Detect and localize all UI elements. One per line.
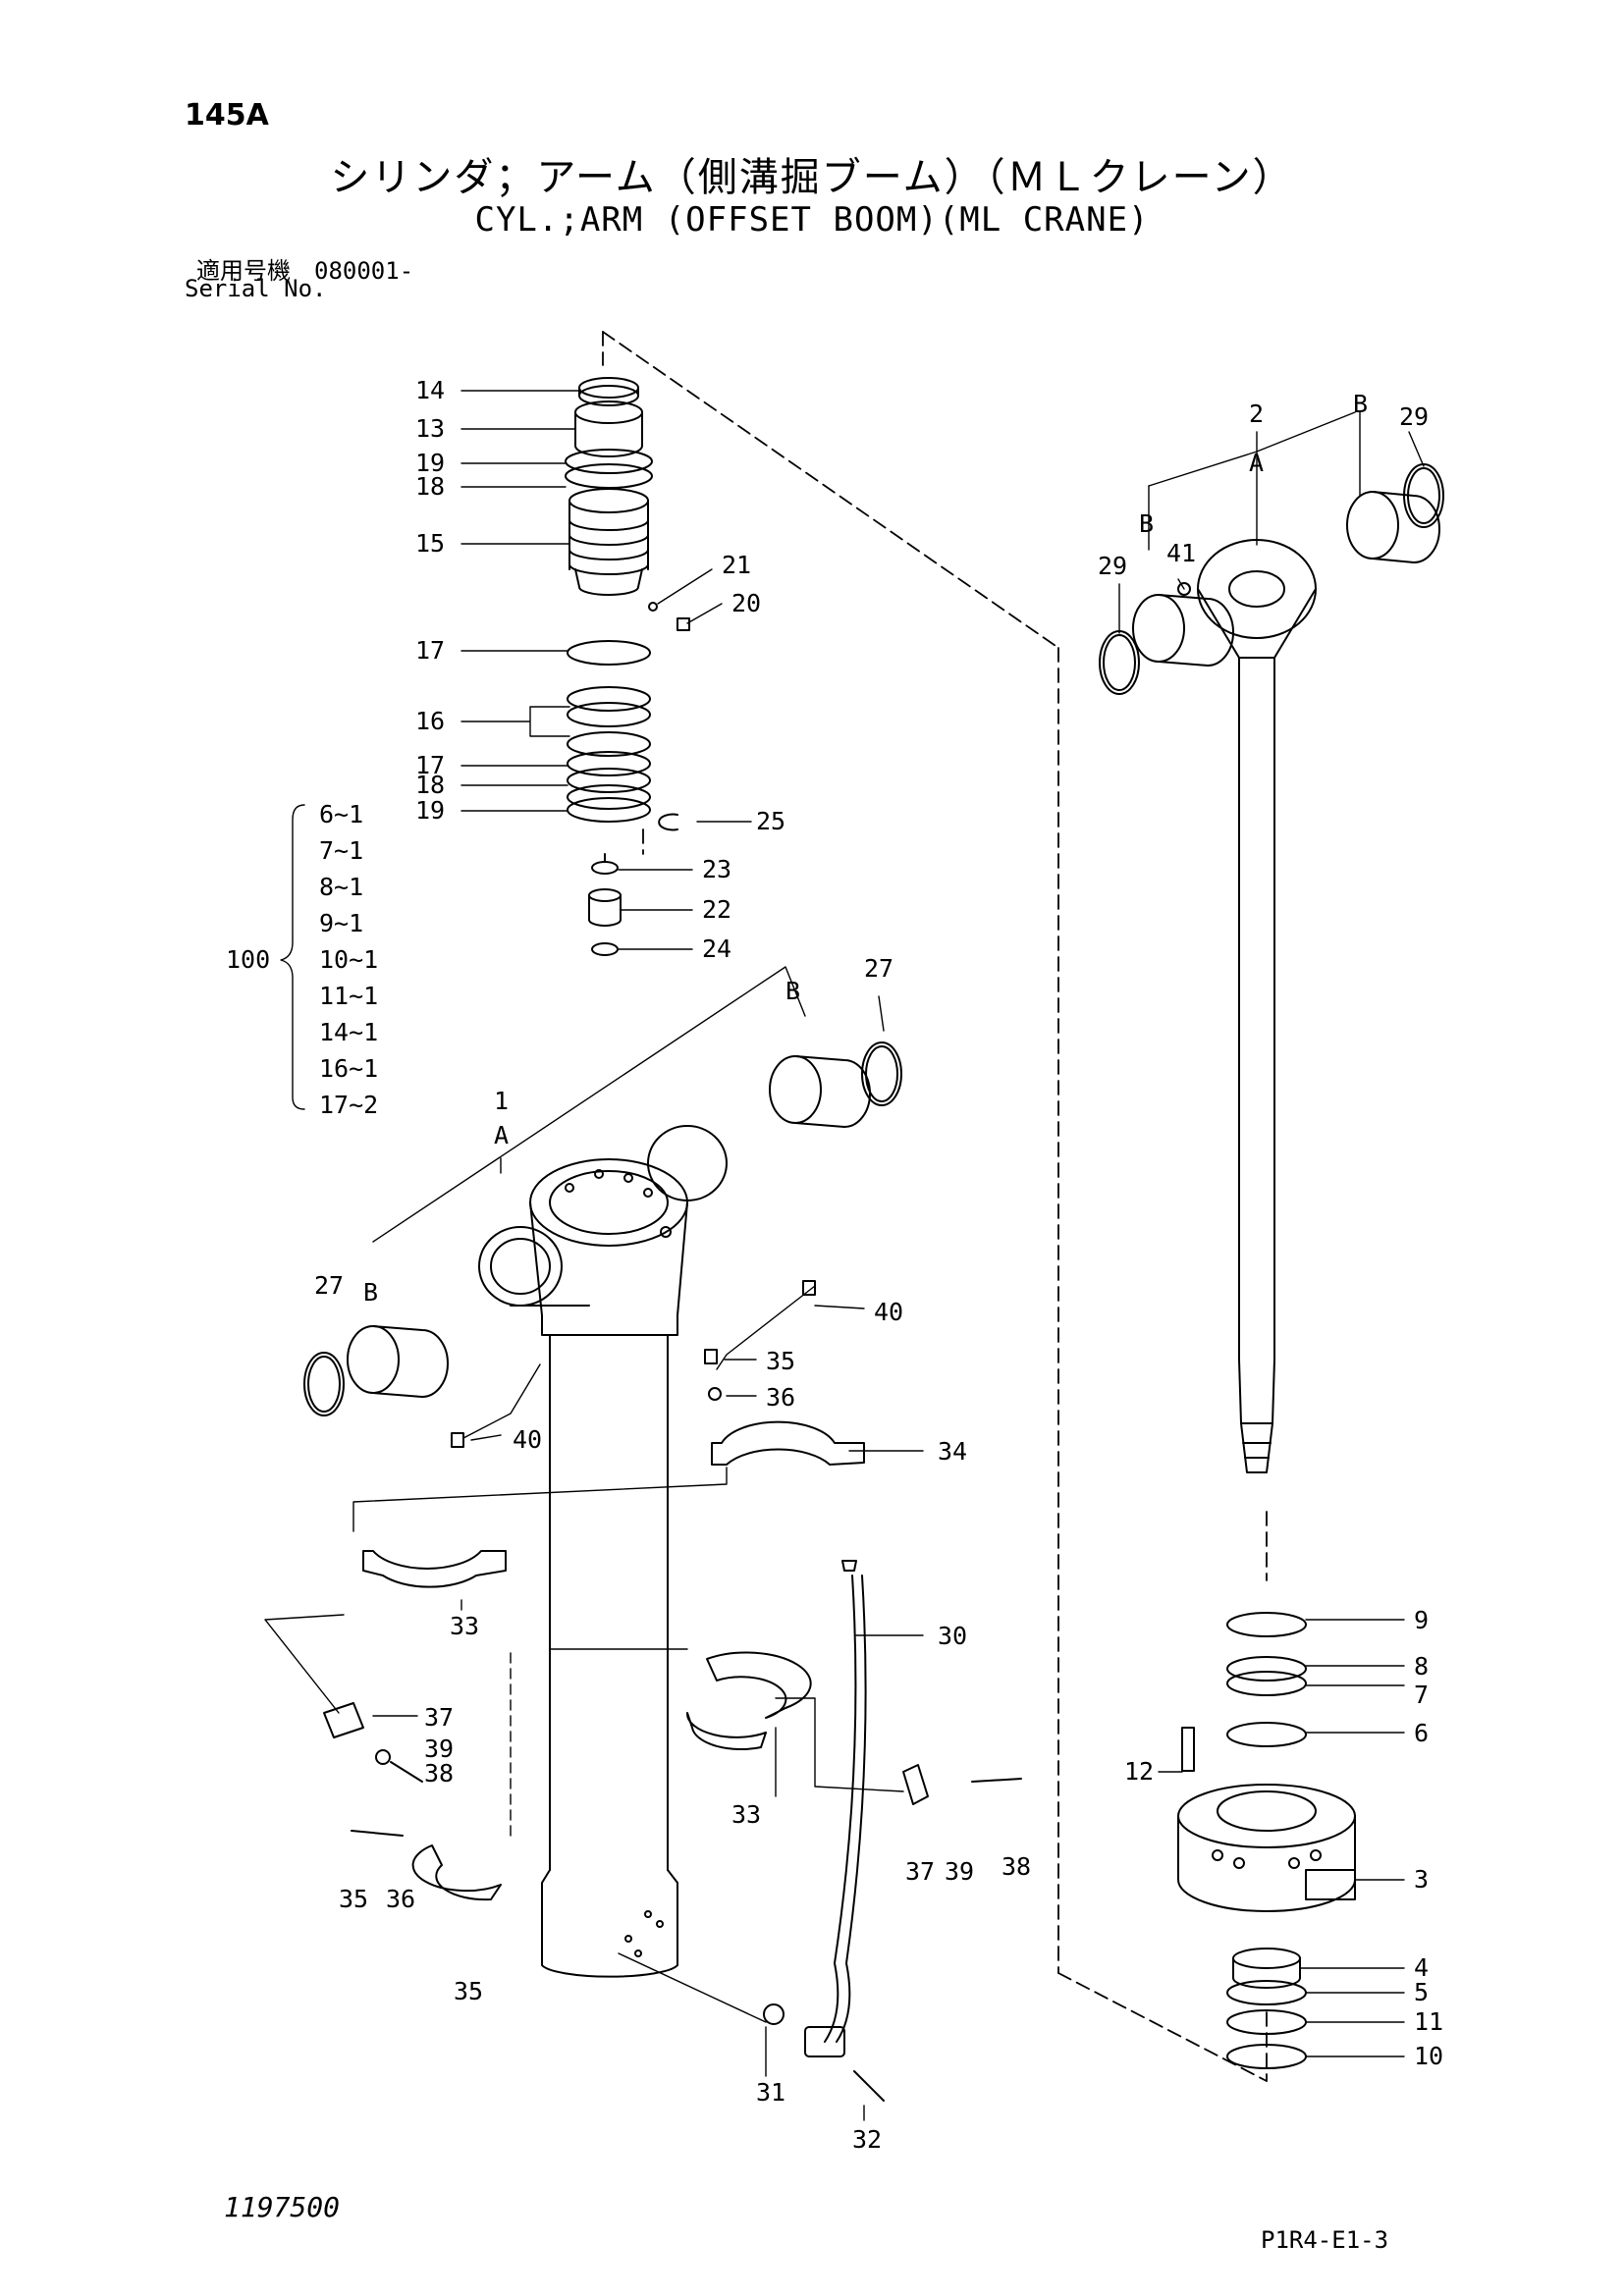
serial-label-japanese: 適用号機 080001- bbox=[196, 257, 414, 285]
part-label: 31 bbox=[756, 2078, 785, 2107]
part-label: 35 bbox=[766, 1347, 795, 1375]
part-label: 19 bbox=[415, 449, 445, 477]
title-english: CYL.;ARM (OFFSET BOOM)(ML CRANE) bbox=[474, 200, 1150, 240]
part-label: 12 bbox=[1124, 1757, 1154, 1786]
piston-head-stack bbox=[565, 377, 690, 956]
part-label: 7 bbox=[1414, 1681, 1429, 1709]
part-label: 33 bbox=[450, 1612, 479, 1640]
part-label: 10 bbox=[1414, 2042, 1443, 2070]
part-label: 25 bbox=[756, 807, 785, 835]
part-label: 23 bbox=[702, 855, 731, 883]
part-label: 6 bbox=[1414, 1719, 1429, 1747]
part-label: 33 bbox=[731, 1800, 761, 1829]
part-label: 35 bbox=[339, 1885, 368, 1913]
part-label: 38 bbox=[424, 1759, 454, 1788]
sheet-code: P1R4-E1-3 bbox=[1261, 2226, 1389, 2254]
serial-label-english: Serial No. bbox=[185, 275, 327, 302]
piston-rod bbox=[1099, 463, 1444, 1473]
title-japanese: シリンダ；アーム（側溝掘ブーム）（ＭＬクレーン） bbox=[330, 155, 1294, 200]
part-label: 19 bbox=[415, 796, 445, 825]
kit-item: 16~1 bbox=[319, 1054, 378, 1083]
kit-item: 9~1 bbox=[319, 909, 363, 937]
kit-item: 6~1 bbox=[319, 800, 363, 828]
cylinder-tube bbox=[478, 1125, 728, 1978]
part-label: 1 bbox=[494, 1087, 509, 1115]
callout-labels: 14 13 19 18 15 21 20 17 16 17 18 19 25 2… bbox=[226, 376, 1443, 2154]
part-label: 39 bbox=[424, 1735, 454, 1763]
clamps-and-pipe bbox=[323, 1280, 1022, 2102]
part-label: 16 bbox=[415, 707, 445, 735]
part-label: 21 bbox=[722, 551, 751, 579]
part-label: 22 bbox=[702, 895, 731, 924]
drawing-number: 1197500 bbox=[224, 2191, 341, 2223]
part-label: B bbox=[1353, 390, 1368, 418]
kit-label: 100 bbox=[226, 945, 270, 974]
part-label: 9 bbox=[1414, 1606, 1429, 1634]
part-label: B bbox=[363, 1278, 378, 1307]
kit-item: 7~1 bbox=[319, 836, 363, 865]
part-label: 36 bbox=[766, 1383, 795, 1412]
rod-gland-assembly bbox=[1177, 1612, 1356, 2069]
part-label: 17 bbox=[415, 751, 445, 779]
part-label: 40 bbox=[513, 1425, 542, 1454]
part-label: 14 bbox=[415, 376, 445, 404]
assembly-frame bbox=[602, 331, 1268, 2082]
kit-item: 10~1 bbox=[319, 945, 378, 974]
leader-lines bbox=[264, 390, 1425, 2121]
kit-item: 14~1 bbox=[319, 1018, 378, 1046]
part-label: 27 bbox=[864, 954, 893, 983]
part-label: 24 bbox=[702, 934, 731, 963]
part-label: 18 bbox=[415, 771, 445, 799]
part-label: 11 bbox=[1414, 2007, 1443, 2036]
part-label: 17 bbox=[415, 636, 445, 665]
part-label: 37 bbox=[424, 1703, 454, 1732]
kit-item: 8~1 bbox=[319, 873, 363, 901]
part-label: 41 bbox=[1166, 539, 1196, 567]
page-number: 145A bbox=[185, 98, 269, 133]
part-label: 32 bbox=[852, 2125, 882, 2154]
part-label: 29 bbox=[1098, 552, 1127, 580]
part-label: 30 bbox=[938, 1622, 967, 1650]
part-label: 39 bbox=[945, 1857, 974, 1886]
part-label: B bbox=[1139, 509, 1154, 538]
part-label: 15 bbox=[415, 529, 445, 558]
part-label: A bbox=[1249, 449, 1264, 477]
kit-item: 17~2 bbox=[319, 1091, 378, 1119]
part-label: 3 bbox=[1414, 1865, 1429, 1894]
part-label: 35 bbox=[454, 1977, 483, 2005]
part-label: 36 bbox=[386, 1885, 415, 1913]
part-label: 20 bbox=[731, 589, 761, 617]
part-label: 8 bbox=[1414, 1652, 1429, 1681]
kit-item: 11~1 bbox=[319, 982, 378, 1010]
head-bushings bbox=[303, 1041, 902, 1416]
part-label: 34 bbox=[938, 1437, 967, 1466]
part-label: 38 bbox=[1001, 1852, 1031, 1881]
part-label: 4 bbox=[1414, 1953, 1429, 1982]
part-label: 2 bbox=[1249, 400, 1264, 428]
part-label: B bbox=[785, 977, 800, 1005]
part-label: 29 bbox=[1399, 402, 1429, 431]
part-label: 18 bbox=[415, 472, 445, 501]
part-label: 27 bbox=[314, 1271, 344, 1300]
part-label: 13 bbox=[415, 414, 445, 443]
part-label: 37 bbox=[905, 1857, 935, 1886]
part-label: A bbox=[494, 1121, 509, 1149]
part-label: 5 bbox=[1414, 1978, 1429, 2006]
part-label: 40 bbox=[874, 1298, 903, 1326]
